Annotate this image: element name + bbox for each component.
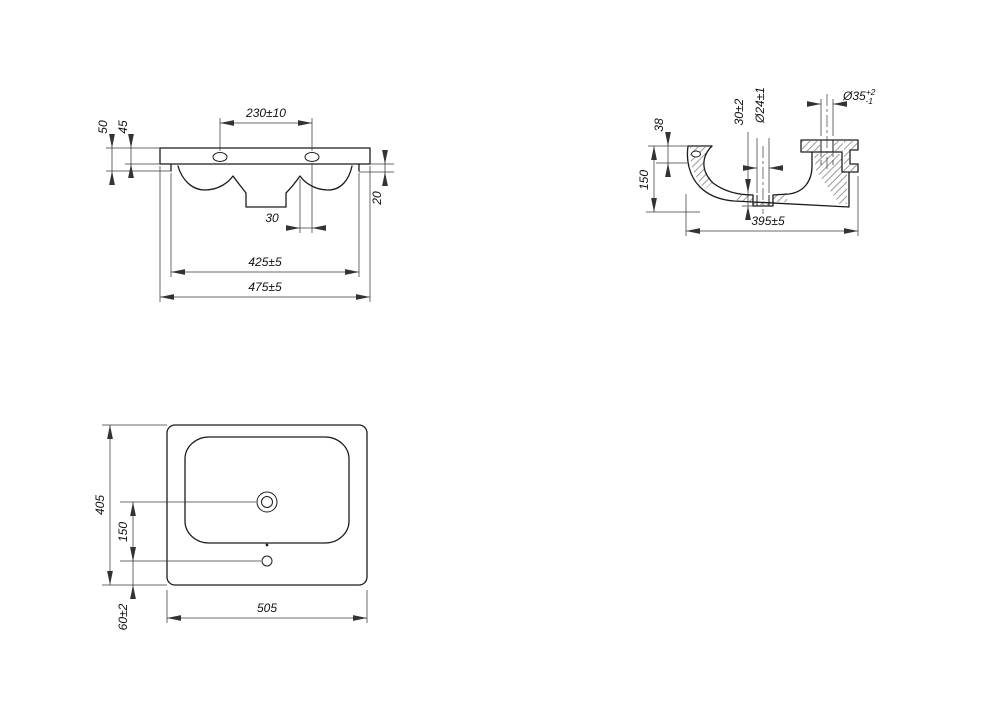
- dim-lip-height: 20: [370, 191, 384, 206]
- drain-hole-inner: [261, 496, 273, 508]
- side-section-view: 38 150 30±2 Ø24±1 Ø35+2-1: [637, 87, 876, 236]
- faucet-hole-left: [212, 152, 228, 162]
- basin-front-outline: [159, 147, 371, 208]
- dim-plan-depth: 405: [93, 495, 107, 515]
- back-deck-outline: [800, 139, 859, 173]
- dim-overall-height: 150: [637, 170, 651, 190]
- dim-drain-diameter: Ø24±1: [753, 87, 767, 124]
- faucet-hole-right: [304, 152, 320, 162]
- dim-hole-offset: 30: [265, 211, 279, 225]
- basin-section-outline: [686, 94, 859, 214]
- faucet-hole-section: [820, 140, 834, 152]
- dim-overall-depth: 395±5: [751, 214, 785, 228]
- front-view: 230±10 50 45 30 20: [96, 106, 394, 302]
- plan-view-dimensions: 405 150 60±2 505: [93, 424, 368, 630]
- dim-deck-thickness: 38: [652, 118, 666, 132]
- plan-view: 405 150 60±2 505: [93, 424, 368, 630]
- dim-drain-to-overflow: 150: [116, 522, 130, 542]
- overflow-hole-section: [691, 150, 701, 158]
- basin-plan-outline: [166, 424, 368, 586]
- dim-overall-width: 475±5: [248, 280, 282, 294]
- basin-bowl-outline: [177, 165, 353, 208]
- overflow-hole-plan: [261, 555, 273, 567]
- dim-faucet-hole-diameter: Ø35+2-1: [842, 87, 876, 106]
- dim-hole-spacing: 230±10: [245, 106, 286, 120]
- dim-inner-width: 425±5: [248, 255, 282, 269]
- dim-drain-boss-height: 30±2: [732, 98, 746, 125]
- dim-plan-width: 505: [257, 601, 277, 615]
- dim-overflow-to-edge: 60±2: [116, 603, 130, 630]
- front-view-dimensions: 230±10 50 45 30 20: [96, 106, 394, 302]
- dim-ledge-height: 50: [96, 120, 110, 134]
- dim-hole-height: 45: [116, 120, 130, 134]
- outer-edge: [166, 424, 368, 586]
- section-hatching: [689, 141, 857, 205]
- inner-bowl-edge: [184, 436, 350, 544]
- bowl-center-mark: [265, 543, 269, 547]
- side-view-dimensions: 38 150 30±2 Ø24±1 Ø35+2-1: [637, 87, 876, 236]
